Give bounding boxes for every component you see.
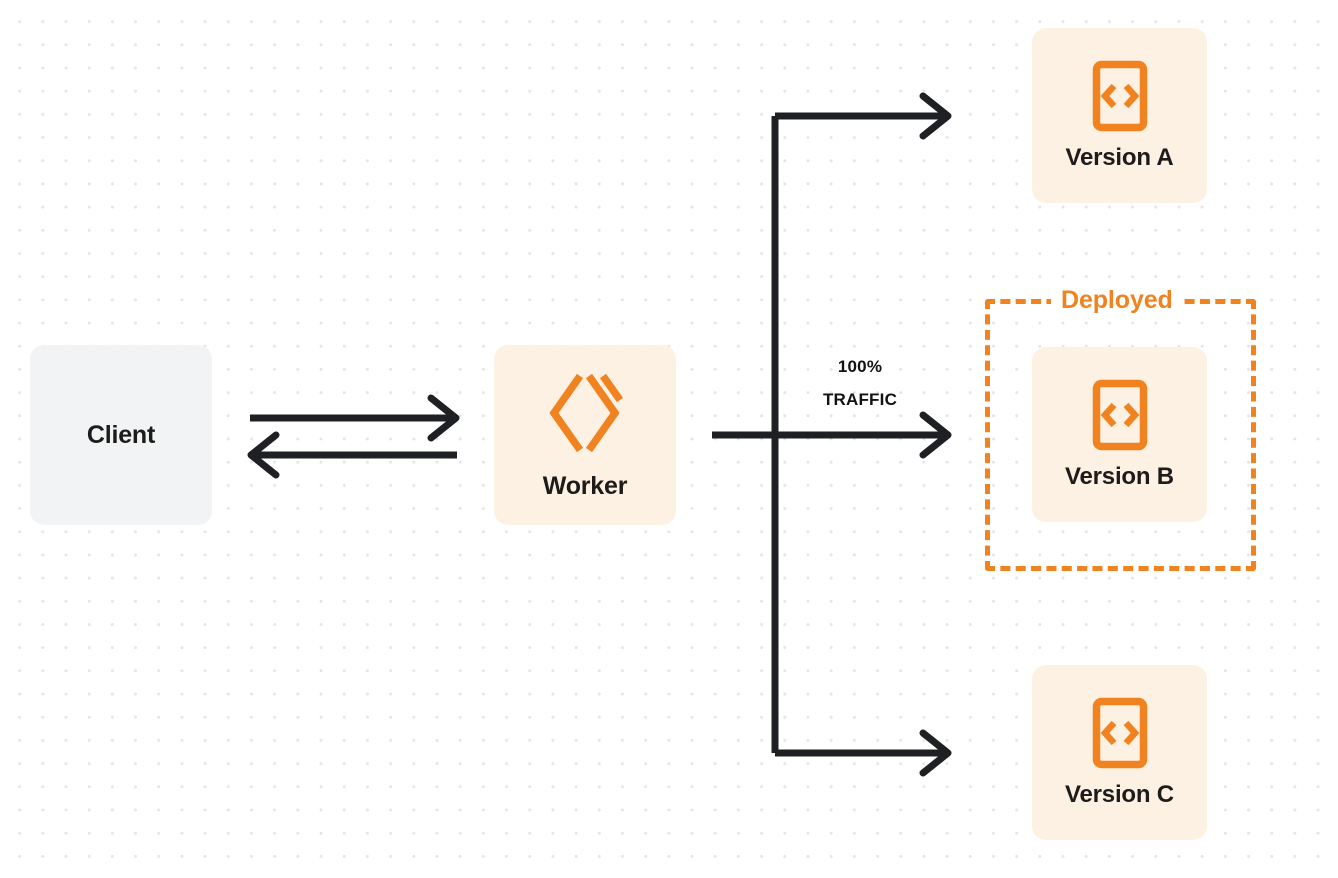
cloudflare-workers-icon xyxy=(546,370,624,456)
arrow-worker-to-client xyxy=(247,431,457,479)
arrow-trunk-to-version-c xyxy=(775,729,952,777)
traffic-percent: 100% xyxy=(837,357,883,376)
version-a-label: Version A xyxy=(1065,143,1174,171)
node-version-c[interactable]: Version C xyxy=(1032,665,1207,840)
code-file-icon xyxy=(1092,379,1148,451)
code-file-icon xyxy=(1092,697,1148,769)
worker-label: Worker xyxy=(542,471,628,500)
node-worker[interactable]: Worker xyxy=(494,345,676,525)
code-file-icon xyxy=(1092,60,1148,132)
deployed-badge: Deployed xyxy=(1051,285,1183,315)
node-client[interactable]: Client xyxy=(30,345,212,525)
node-version-b[interactable]: Version B xyxy=(1032,347,1207,522)
arrow-trunk-to-version-b xyxy=(775,411,952,459)
traffic-label: 100% TRAFFIC xyxy=(797,350,923,416)
arrow-client-to-worker xyxy=(250,394,460,442)
arrow-trunk-to-version-a xyxy=(775,92,952,140)
version-b-label: Version B xyxy=(1065,462,1174,490)
node-version-a[interactable]: Version A xyxy=(1032,28,1207,203)
version-c-label: Version C xyxy=(1065,780,1174,808)
client-label: Client xyxy=(86,420,156,449)
traffic-word: TRAFFIC xyxy=(822,390,898,409)
